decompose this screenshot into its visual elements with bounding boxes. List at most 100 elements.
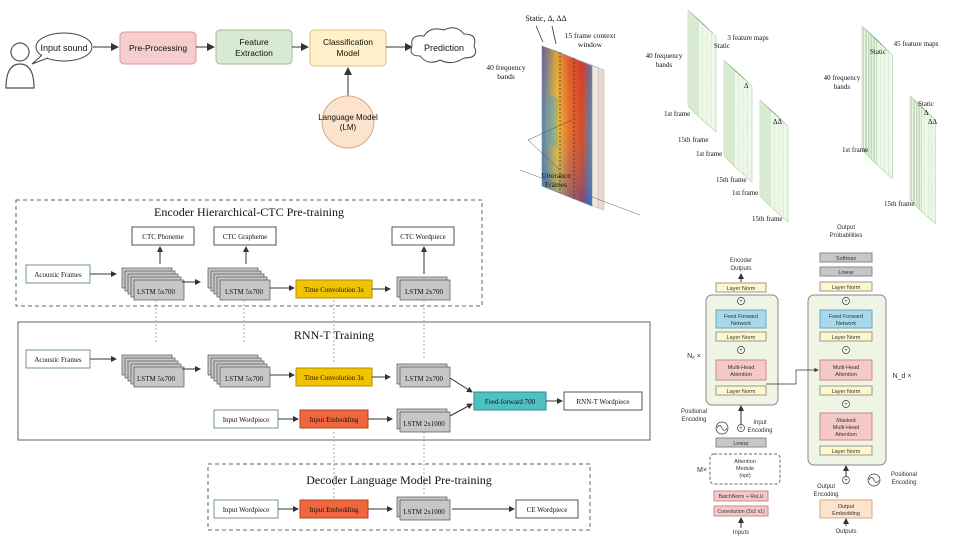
output-probs-label-1: Output	[837, 225, 855, 231]
enc-layer-norm-3: Layer Norm	[727, 389, 756, 395]
enc-ffn-label-2: Network	[731, 321, 751, 327]
feature-maps-45: 45 feature maps 40 frequency bands Stati…	[824, 25, 939, 225]
rnnt-lstm3-label: LSTM 2x700	[405, 375, 443, 383]
encoder-pretraining-panel: Encoder Hierarchical-CTC Pre-training CT…	[15, 199, 483, 307]
feature-extraction-label-2: Extraction	[235, 48, 273, 58]
masked-mha-label-3: Attention	[835, 432, 857, 438]
masked-mha-label-1: Masked	[836, 418, 855, 424]
dec-layer-norm-4: Layer Norm	[832, 449, 861, 455]
rnnt-input-embedding-label: Input Embedding	[310, 416, 359, 424]
fm45-delta-label: Δ	[924, 109, 929, 117]
enc-ffn-label-1: Feed Forward	[724, 314, 758, 320]
rnnt-lstm2-label: LSTM 5x700	[225, 375, 263, 383]
feature-extraction-label-1: Feature	[239, 37, 269, 47]
input-sound-label: Input sound	[40, 43, 87, 53]
enc-pos-enc-label-2: Encoding	[681, 417, 706, 423]
fm3-first-frame-3: 1st frame	[732, 189, 758, 197]
preprocessing-box	[119, 31, 197, 65]
fm3-fifteenth-frame-3: 15th frame	[752, 215, 783, 223]
feature-extraction-box	[215, 29, 293, 65]
enc-lstm3-label: LSTM 2x700	[405, 288, 443, 296]
svg-text:+: +	[739, 348, 743, 354]
enc-pos-enc-label-1: Positional	[681, 409, 707, 415]
enc-top-layer-norm: Layer Norm	[727, 286, 756, 292]
rnnt-lstm1-layer	[133, 366, 185, 388]
rnnt-time-conv-label: Time Convolution 3x	[304, 374, 365, 382]
rnnt-input-wordpiece-label: Input Wordpiece	[223, 416, 270, 424]
masked-mha-label-2: Multi-Head	[833, 425, 860, 431]
inputs-label: Inputs	[733, 530, 749, 536]
decoder-title: Decoder Language Model Pre-training	[306, 473, 492, 487]
fm3-delta2-label: ΔΔ	[773, 118, 783, 126]
input-encoding-label-1: Input	[753, 420, 767, 426]
feature-maps-3: 3 feature maps 40 frequency bands Static…	[646, 9, 789, 223]
dec-lstm-layer	[399, 499, 451, 521]
svg-text:+: +	[844, 348, 848, 354]
fm3-maps-label: 3 feature maps	[727, 34, 768, 42]
dec-lstm-label: LSTM 2x1000	[403, 508, 445, 516]
fm45-freq-label-1: 40 frequency	[824, 74, 861, 82]
classification-label-2: Model	[336, 48, 359, 58]
svg-text:+: +	[739, 426, 743, 432]
dec-output-label: CE Wordpiece	[527, 506, 568, 514]
output-embedding-label-2: Embedding	[832, 511, 860, 517]
classification-label-1: Classification	[323, 37, 373, 47]
enc-time-conv-label: Time Convolution 3x	[304, 286, 365, 294]
fm45-fifteenth-frame: 15th frame	[884, 200, 915, 208]
rnnt-lstm2-layer	[219, 366, 271, 388]
enc-lstm2-label: LSTM 5x700	[225, 288, 263, 296]
fm3-first-frame-1: 1st frame	[664, 110, 690, 118]
language-model-label-1: Language Model	[318, 113, 378, 122]
ctc-grapheme-label: CTC Grapheme	[223, 233, 268, 241]
classification-model-box	[309, 29, 387, 67]
batchnorm-label: BatchNorm + ReLU	[718, 494, 763, 500]
attention-module-label-2: Module	[736, 466, 754, 472]
language-model-circle	[321, 95, 375, 149]
prediction-cloud: Prediction	[410, 27, 477, 64]
rnnt-lstm-dec-layer	[399, 411, 451, 433]
attention-module-label-3: (opt)	[739, 473, 750, 479]
dec-layer-norm-3: Layer Norm	[832, 389, 861, 395]
asr-pipeline: Input sound Pre-Processing Feature Extra…	[5, 27, 477, 149]
spectrogram-panel: Static, Δ, ΔΔ 15 frame context window 40…	[486, 14, 641, 216]
attention-module-label-1: Attention	[734, 459, 756, 465]
fm3-freq-label-1: 40 frequency	[646, 52, 683, 60]
rnnt-title: RNN-T Training	[294, 328, 374, 342]
linear-top-label: Linear	[838, 270, 853, 276]
fm3-first-frame-2: 1st frame	[696, 150, 722, 158]
dec-pos-enc-label-1: Positional	[891, 472, 917, 478]
dec-input-embedding-label: Input Embedding	[310, 506, 359, 514]
dec-ffn-label-1: Feed Forward	[829, 314, 863, 320]
rnnt-output-label: RNN-T Wordpiece	[576, 398, 629, 406]
fm45-freq-label-2: bands	[834, 83, 851, 91]
output-embedding-label-1: Output	[838, 504, 855, 510]
enc-lstm1-label: LSTM 5x700	[137, 288, 175, 296]
fm45-static-label: Static	[918, 100, 934, 108]
dec-mha-label-1: Multi-Head	[833, 365, 860, 371]
enc-mha-label-1: Multi-Head	[728, 365, 755, 371]
dec-mha-label-2: Attention	[835, 372, 857, 378]
fm3-fifteenth-frame-2: 15th frame	[716, 176, 747, 184]
outputs-label: Outputs	[835, 529, 856, 535]
person-icon	[5, 42, 35, 89]
enc-lstm3-layer	[399, 279, 451, 301]
svg-text:+: +	[739, 299, 743, 305]
m-times-label: M×	[697, 467, 707, 474]
fm45-first-frame: 1st frame	[842, 146, 868, 154]
enc-linear-label: Linear	[733, 441, 748, 447]
fm45-delta2-label: ΔΔ	[928, 118, 938, 126]
spectrogram-freq-label-1: 40 frequency	[486, 63, 526, 72]
preprocessing-label: Pre-Processing	[129, 43, 187, 53]
decoder-pretraining-panel: Decoder Language Model Pre-training Inpu…	[207, 463, 591, 531]
rnnt-lstm-dec-label: LSTM 2x1000	[403, 420, 445, 428]
dec-pos-enc-label-2: Encoding	[891, 480, 916, 486]
rnnt-joint-label: Feed-forward 700	[485, 398, 536, 406]
fm3-static-label: Static	[714, 42, 730, 50]
input-encoding-label-2: Encoding	[747, 428, 772, 434]
fm3-freq-label-2: bands	[656, 61, 673, 69]
svg-text:+: +	[844, 299, 848, 305]
output-probs-label-2: Probabilities	[830, 233, 863, 239]
dec-nx-label: N_d ×	[893, 373, 912, 380]
dec-top-layer-norm: Layer Norm	[832, 285, 861, 291]
